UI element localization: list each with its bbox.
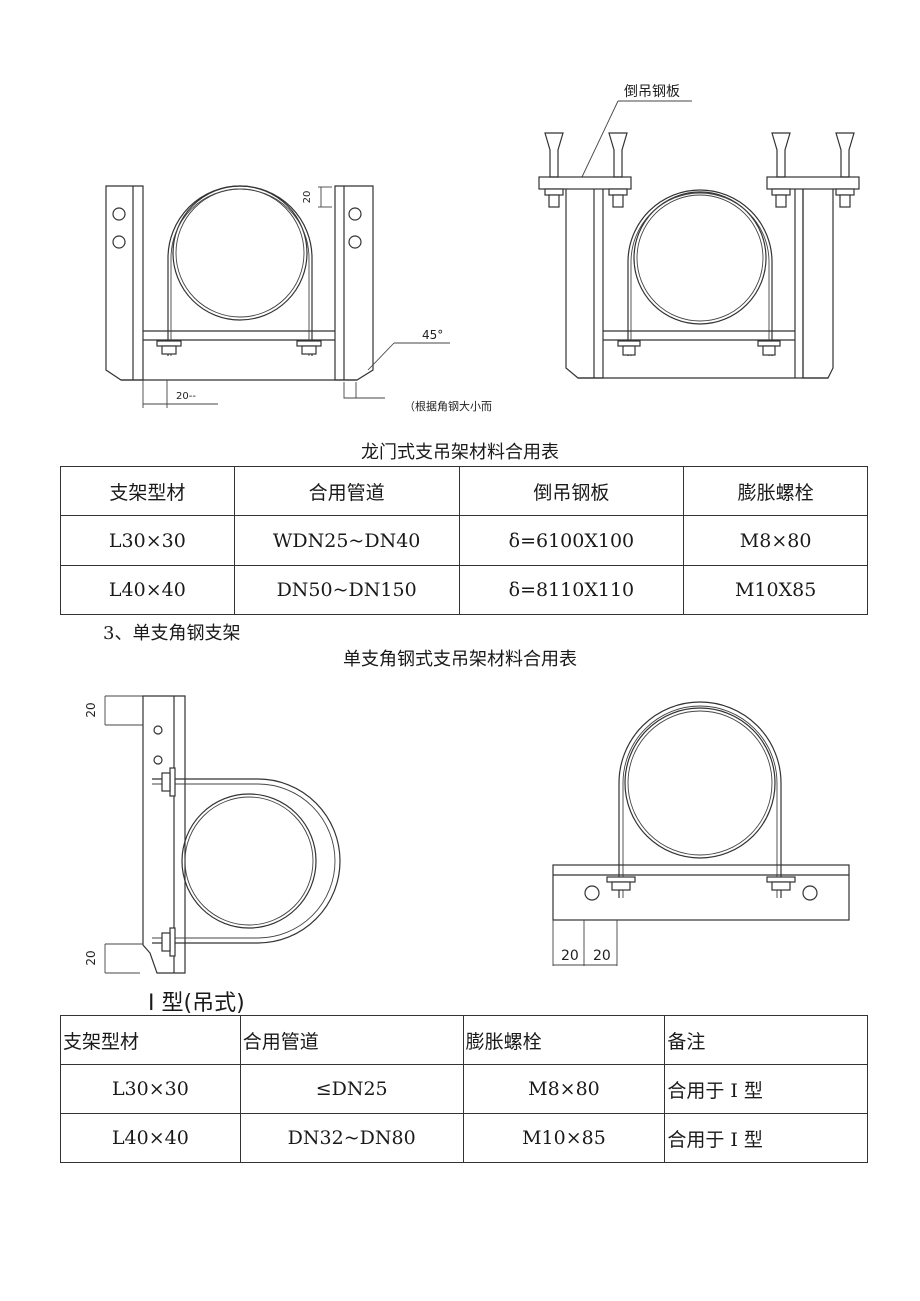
gantry-material-table: 支架型材 合用管道 倒吊钢板 膨胀螺栓 L30×30 WDN25~DN40 δ=…	[60, 466, 868, 615]
dim-bottom-20: 20	[84, 950, 98, 965]
table-cell: L30×30	[60, 1064, 241, 1114]
table-cell: DN32~DN80	[239, 1113, 464, 1163]
table-row: L30×30 ≤DN25 M8×80 合用于 I 型	[60, 1064, 868, 1114]
section-3-heading: 3、单支角钢支架	[103, 623, 241, 644]
table-cell: L40×40	[60, 565, 235, 615]
hanging-plate-label: 倒吊钢板	[624, 84, 680, 100]
table1-title: 龙门式支吊架材料合用表	[361, 442, 559, 463]
table-cell: 合用于 I 型	[664, 1064, 868, 1114]
table-cell: L40×40	[60, 1113, 241, 1163]
table-row: L30×30 WDN25~DN40 δ=6100X100 M8×80	[60, 515, 868, 566]
table-cell: DN50~DN150	[233, 565, 460, 615]
table-cell: ≤DN25	[239, 1064, 464, 1114]
table-cell: 合用于 I 型	[664, 1113, 868, 1163]
dim-20-b: 20	[593, 948, 611, 964]
header-cell: 合用管道	[233, 466, 460, 516]
table-cell: δ=8110X110	[458, 565, 685, 615]
dim-bottom-20: 20--	[176, 391, 196, 402]
table-cell: M8×80	[683, 515, 868, 566]
table-row: L40×40 DN50~DN150 δ=8110X110 M10X85	[60, 565, 868, 615]
table-cell: L30×30	[60, 515, 235, 566]
table-row: L40×40 DN32~DN80 M10×85 合用于 I 型	[60, 1113, 868, 1163]
dim-top-20: 20	[84, 702, 98, 717]
table-header-row: 支架型材 合用管道 膨胀螺栓 备注	[60, 1015, 868, 1065]
header-cell: 支架型材	[60, 466, 235, 516]
type-i-hanging-label: I 型(吊式)	[148, 991, 245, 1016]
table2-title: 单支角钢式支吊架材料合用表	[343, 649, 577, 670]
table-cell: WDN25~DN40	[233, 515, 460, 566]
single-angle-material-table: 支架型材 合用管道 膨胀螺栓 备注 L30×30 ≤DN25 M8×80 合用于…	[60, 1015, 868, 1163]
table-cell: M10×85	[462, 1113, 666, 1163]
header-cell: 备注	[664, 1015, 868, 1065]
angle-45-label: 45°	[422, 328, 443, 342]
angle-note: （根据角钢大小而	[404, 399, 492, 413]
dim-top-20: 20	[302, 191, 313, 204]
table-cell: M10X85	[683, 565, 868, 615]
header-cell: 支架型材	[60, 1015, 241, 1065]
dim-20-a: 20	[561, 948, 579, 964]
table-header-row: 支架型材 合用管道 倒吊钢板 膨胀螺栓	[60, 466, 868, 516]
header-cell: 合用管道	[239, 1015, 464, 1065]
header-cell: 倒吊钢板	[458, 466, 685, 516]
header-cell: 膨胀螺栓	[462, 1015, 666, 1065]
table-cell: M8×80	[462, 1064, 666, 1114]
